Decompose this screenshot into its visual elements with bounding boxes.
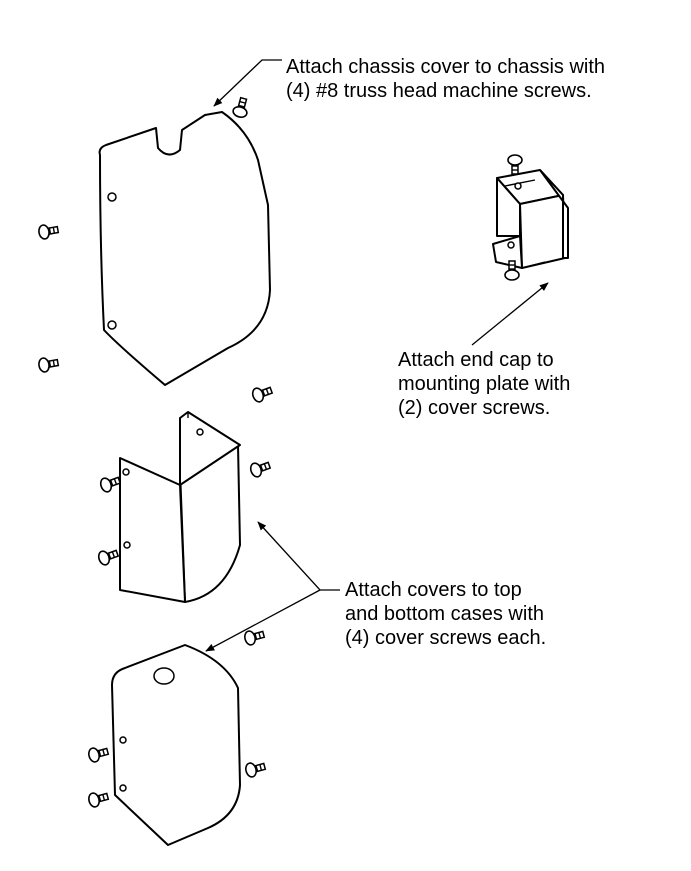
truss-screw xyxy=(37,354,60,374)
callout-line: mounting plate with xyxy=(398,373,571,395)
end-cap xyxy=(492,169,569,269)
cover-screw xyxy=(507,154,523,175)
callout-line: Attach end cap to xyxy=(398,349,554,371)
cover-screw xyxy=(98,472,123,495)
chassis-cover-hole xyxy=(107,320,117,330)
top-cover-hole xyxy=(122,468,130,476)
cover-screw xyxy=(86,788,111,809)
truss-screw xyxy=(37,221,60,241)
cover-screw xyxy=(243,758,268,779)
end-cap-callout: Attach end cap to mounting plate with (2… xyxy=(398,348,570,420)
covers-callout: Attach covers to top and bottom cases wi… xyxy=(345,578,546,650)
callout-line: Attach chassis cover to chassis with xyxy=(286,56,606,78)
bottom-cover-hole xyxy=(119,784,127,792)
top-cover-hole xyxy=(123,541,131,549)
covers-callout-leader-bottom xyxy=(205,589,321,652)
top-case-cover xyxy=(119,411,241,603)
end-cap-hole xyxy=(507,241,515,249)
top-cover-hole xyxy=(196,428,204,436)
truss-screw xyxy=(231,95,252,120)
callout-line: (4) #8 truss head machine screws. xyxy=(286,80,592,102)
chassis-cover xyxy=(98,111,271,386)
callout-line: and bottom cases with xyxy=(345,603,544,625)
callout-line: (4) cover screws each. xyxy=(345,627,547,649)
callout-line: Attach covers to top xyxy=(345,579,522,601)
chassis-cover-callout: Attach chassis cover to chassis with (4)… xyxy=(286,55,605,103)
bottom-cover-hole xyxy=(119,736,127,744)
bottom-cover-opening xyxy=(153,667,175,685)
cover-screw xyxy=(242,626,267,647)
covers-callout-leader-top xyxy=(257,521,340,591)
cover-screw xyxy=(96,545,121,568)
chassis-cover-hole xyxy=(107,192,117,202)
chassis-callout-leader xyxy=(213,59,282,107)
callout-line: (2) cover screws. xyxy=(398,397,551,419)
bottom-case-cover xyxy=(111,644,241,846)
endcap-callout-leader xyxy=(471,282,549,346)
cover-screw xyxy=(248,457,273,480)
cover-screw xyxy=(86,743,111,764)
cover-screw xyxy=(250,382,275,405)
end-cap-hole xyxy=(514,182,522,190)
